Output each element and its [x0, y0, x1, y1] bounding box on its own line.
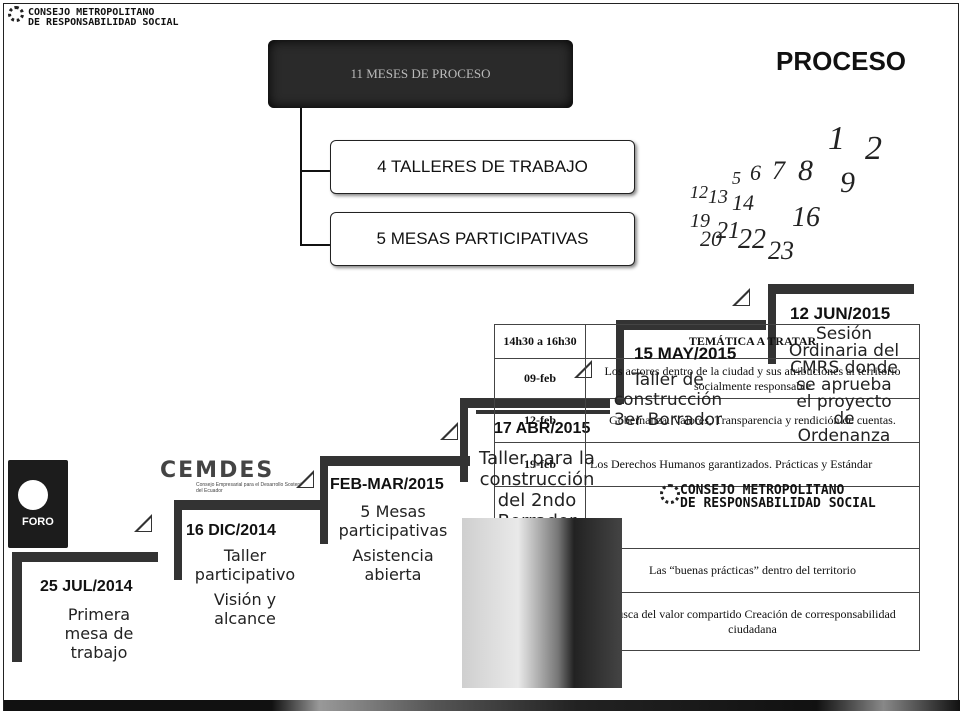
timeline-step-bar — [460, 398, 468, 482]
timeline-date-5: 15 MAY/2015 — [634, 344, 737, 363]
timeline-step-bar — [12, 552, 22, 662]
section-title: PROCESO — [776, 46, 907, 76]
table-cell: Gobernanza. Valores, Transparencia y ren… — [585, 398, 920, 443]
table-cell — [585, 486, 920, 549]
foro-logo-text: FORO — [22, 516, 54, 528]
table-cell: 09-feb — [494, 358, 586, 399]
timeline-step-bar — [174, 500, 182, 580]
cmrs-logo-text: CONSEJO METROPOLITANO DE RESPONSABILIDAD… — [680, 483, 876, 511]
calendar-image: 1 2 5 6 7 8 9 12 13 14 16 19 20 21 22 23 — [690, 120, 882, 265]
bottom-banner — [4, 700, 960, 711]
timeline-step-bar — [320, 460, 328, 544]
process-box-mesas: 5 MESAS PARTICIPATIVAS — [330, 212, 635, 266]
timeline-step-bar — [12, 552, 158, 562]
table-row: 12-feb Gobernanza. Valores, Transparenci… — [494, 398, 920, 443]
connector-line — [300, 244, 332, 246]
connector-line — [300, 108, 302, 246]
timeline-step-bar — [768, 284, 914, 294]
timeline-date-1: 25 JUL/2014 — [40, 578, 133, 595]
step-arrow-icon — [134, 514, 152, 532]
table-row: 09-feb Los actores dentro de la ciudad y… — [494, 358, 920, 399]
table-cell: 19-feb — [494, 442, 586, 487]
timeline-date-2: 16 DIC/2014 — [186, 522, 276, 539]
title-box: 11 MESES DE PROCESO — [268, 40, 573, 108]
step-arrow-icon — [296, 470, 314, 488]
step-arrow-icon — [440, 422, 458, 440]
table-cell: Las “buenas prácticas” dentro del territ… — [585, 548, 920, 593]
cemdes-logo-subtitle: Consejo Empresarial para el Desarrollo S… — [196, 482, 308, 494]
step-arrow-icon — [732, 288, 750, 306]
photo-image — [462, 518, 622, 688]
cemdes-logo: CEMDES — [160, 458, 275, 483]
table-cell: Los actores dentro de la ciudad y sus at… — [585, 358, 920, 399]
process-box-talleres: 4 TALLERES DE TRABAJO — [330, 140, 635, 194]
timeline-step-bar — [174, 500, 322, 510]
org-name: CONSEJO METROPOLITANO DE RESPONSABILIDAD… — [28, 7, 179, 28]
table-cell: Busca del valor compartido Creación de c… — [585, 592, 920, 651]
cmrs-logo-icon — [660, 484, 680, 504]
table-cell: Los Derechos Humanos garantizados. Práct… — [585, 442, 920, 487]
table-row: 19-feb Los Derechos Humanos garantizados… — [494, 442, 920, 487]
timeline-date-6: 12 JUN/2015 — [790, 304, 891, 323]
connector-line — [300, 170, 332, 172]
table-cell: TEMÁTICA A TRATAR — [585, 324, 920, 359]
table-cell: 12-feb — [494, 398, 586, 443]
cmrs-logo-icon — [8, 6, 24, 22]
table-cell: 14h30 a 16h30 — [494, 324, 586, 359]
timeline-date-3: FEB-MAR/2015 — [330, 476, 444, 493]
table-row — [494, 486, 920, 549]
foro-logo-icon — [18, 480, 48, 510]
timeline-step-bar — [320, 456, 470, 466]
